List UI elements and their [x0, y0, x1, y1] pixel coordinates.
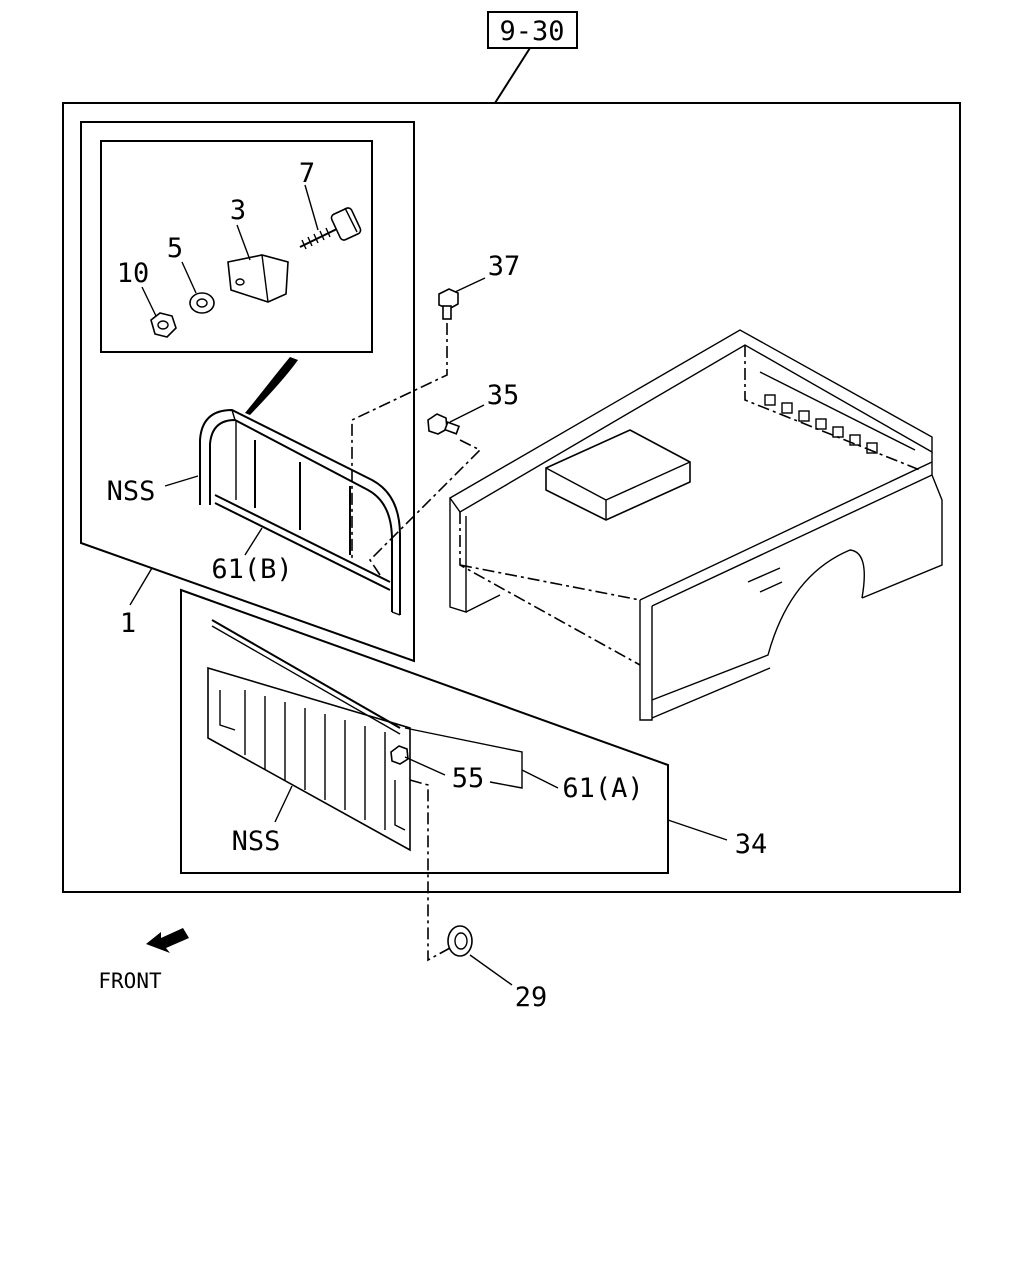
callout-61a: 61(A) [562, 773, 643, 804]
outer-frame [62, 102, 961, 893]
callout-35: 35 [487, 380, 520, 411]
front-arrow-icon [146, 928, 189, 953]
callout-29: 29 [515, 982, 548, 1013]
bolt-7 [299, 207, 362, 250]
bolt-35 [427, 413, 461, 435]
grommet-29 [447, 925, 473, 957]
callout-nss-upper: NSS [107, 476, 156, 507]
tailgate-assembly [207, 619, 411, 852]
callout-7: 7 [299, 158, 315, 189]
assembly-1-frame [80, 121, 415, 663]
header-rack-assembly [199, 408, 401, 616]
callout-nss-lower: NSS [232, 826, 281, 857]
callout-55: 55 [452, 763, 485, 794]
detail-inset-box [100, 140, 373, 353]
detail-pointer [245, 357, 298, 415]
bracket-3 [227, 254, 289, 303]
bolt-37 [438, 288, 459, 320]
callout-34: 34 [735, 829, 768, 860]
reference-code-box: 9-30 [487, 11, 578, 104]
reference-code: 9-30 [499, 16, 564, 47]
callout-5: 5 [167, 233, 183, 264]
callout-3: 3 [230, 195, 246, 226]
callout-10: 10 [117, 258, 150, 289]
callout-61b: 61(B) [211, 554, 292, 585]
truck-bed [448, 329, 943, 721]
callout-1: 1 [120, 608, 136, 639]
nut-10 [150, 312, 177, 338]
assembly-34-frame [180, 588, 669, 874]
front-label: FRONT [98, 969, 162, 993]
washer-5 [189, 292, 215, 314]
callout-37: 37 [488, 251, 521, 282]
